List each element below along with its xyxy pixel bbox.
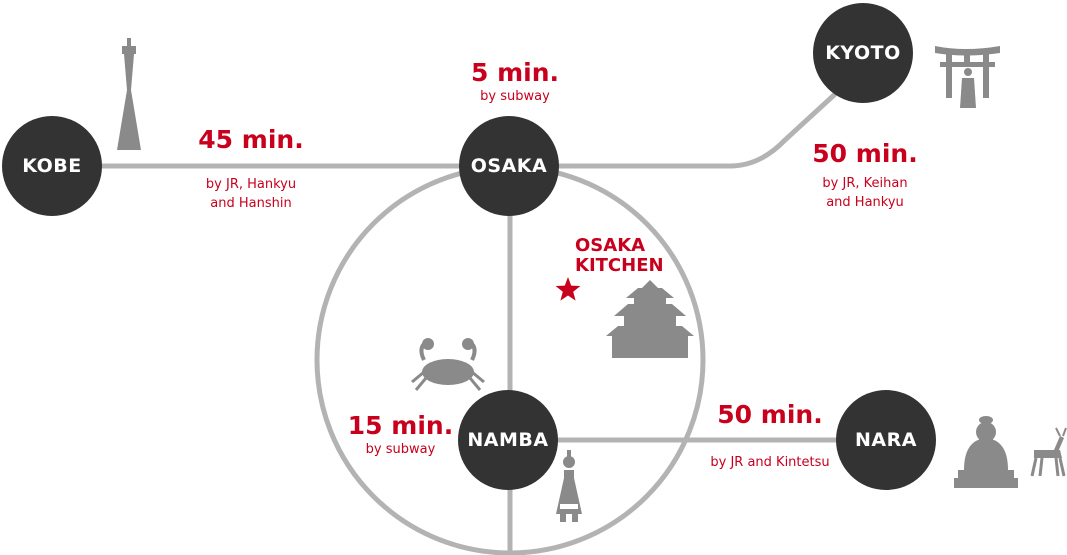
station-label-namba: NAMBA [467, 429, 549, 451]
travel-time-osaka-kobe: 45 min. [198, 125, 304, 154]
travel-time-namba-nara: 50 min. [717, 400, 823, 429]
port-tower-icon [117, 38, 141, 150]
travel-time-osaka-namba: 5 min. [470, 58, 559, 87]
transit-line-2: and Hankyu [826, 195, 904, 210]
travel-time-osaka-kyoto: 50 min. [812, 139, 918, 168]
place-name-line-2: KITCHEN [575, 255, 664, 276]
station-kyoto: KYOTO [813, 3, 913, 103]
transit-line-1: by JR, Hankyu [205, 177, 297, 192]
torii-gate-icon [935, 46, 1000, 108]
transit-line-1: by JR, Keihan [822, 176, 908, 191]
transit-info-namba-nara: by JR and Kintetsu [690, 453, 850, 472]
osaka-castle-icon [606, 280, 694, 358]
station-namba: NAMBA [458, 390, 558, 490]
travel-time-namba-loop: 15 min. [347, 411, 454, 440]
transit-line-1: by subway [480, 89, 550, 104]
tsutenkaku-tower-icon [556, 450, 582, 522]
station-kobe: KOBE [2, 116, 102, 216]
transit-info-namba-loop: by subway [338, 440, 463, 459]
transit-info-osaka-namba: by subway [450, 87, 580, 106]
transit-info-osaka-kyoto: by JR, Keihan and Hankyu [800, 174, 930, 212]
deer-icon [1030, 427, 1067, 477]
station-nara: NARA [836, 390, 936, 490]
station-label-kyoto: KYOTO [825, 42, 901, 64]
transit-line-1: by JR and Kintetsu [710, 455, 830, 470]
station-osaka: OSAKA [459, 116, 559, 216]
osaka-kitchen-label: OSAKA KITCHEN [575, 236, 664, 276]
transit-line-2: and Hanshin [210, 196, 292, 211]
station-label-nara: NARA [855, 429, 917, 451]
crab-icon [411, 338, 485, 391]
transit-line-1: by subway [365, 442, 436, 457]
great-buddha-icon [954, 416, 1018, 488]
transit-info-osaka-kobe: by JR, Hankyu and Hanshin [186, 175, 316, 213]
star-icon [555, 277, 581, 301]
station-label-osaka: OSAKA [470, 155, 548, 177]
place-name-line-1: OSAKA [575, 235, 646, 256]
line-osaka-kyoto [555, 83, 847, 169]
station-label-kobe: KOBE [22, 155, 82, 177]
